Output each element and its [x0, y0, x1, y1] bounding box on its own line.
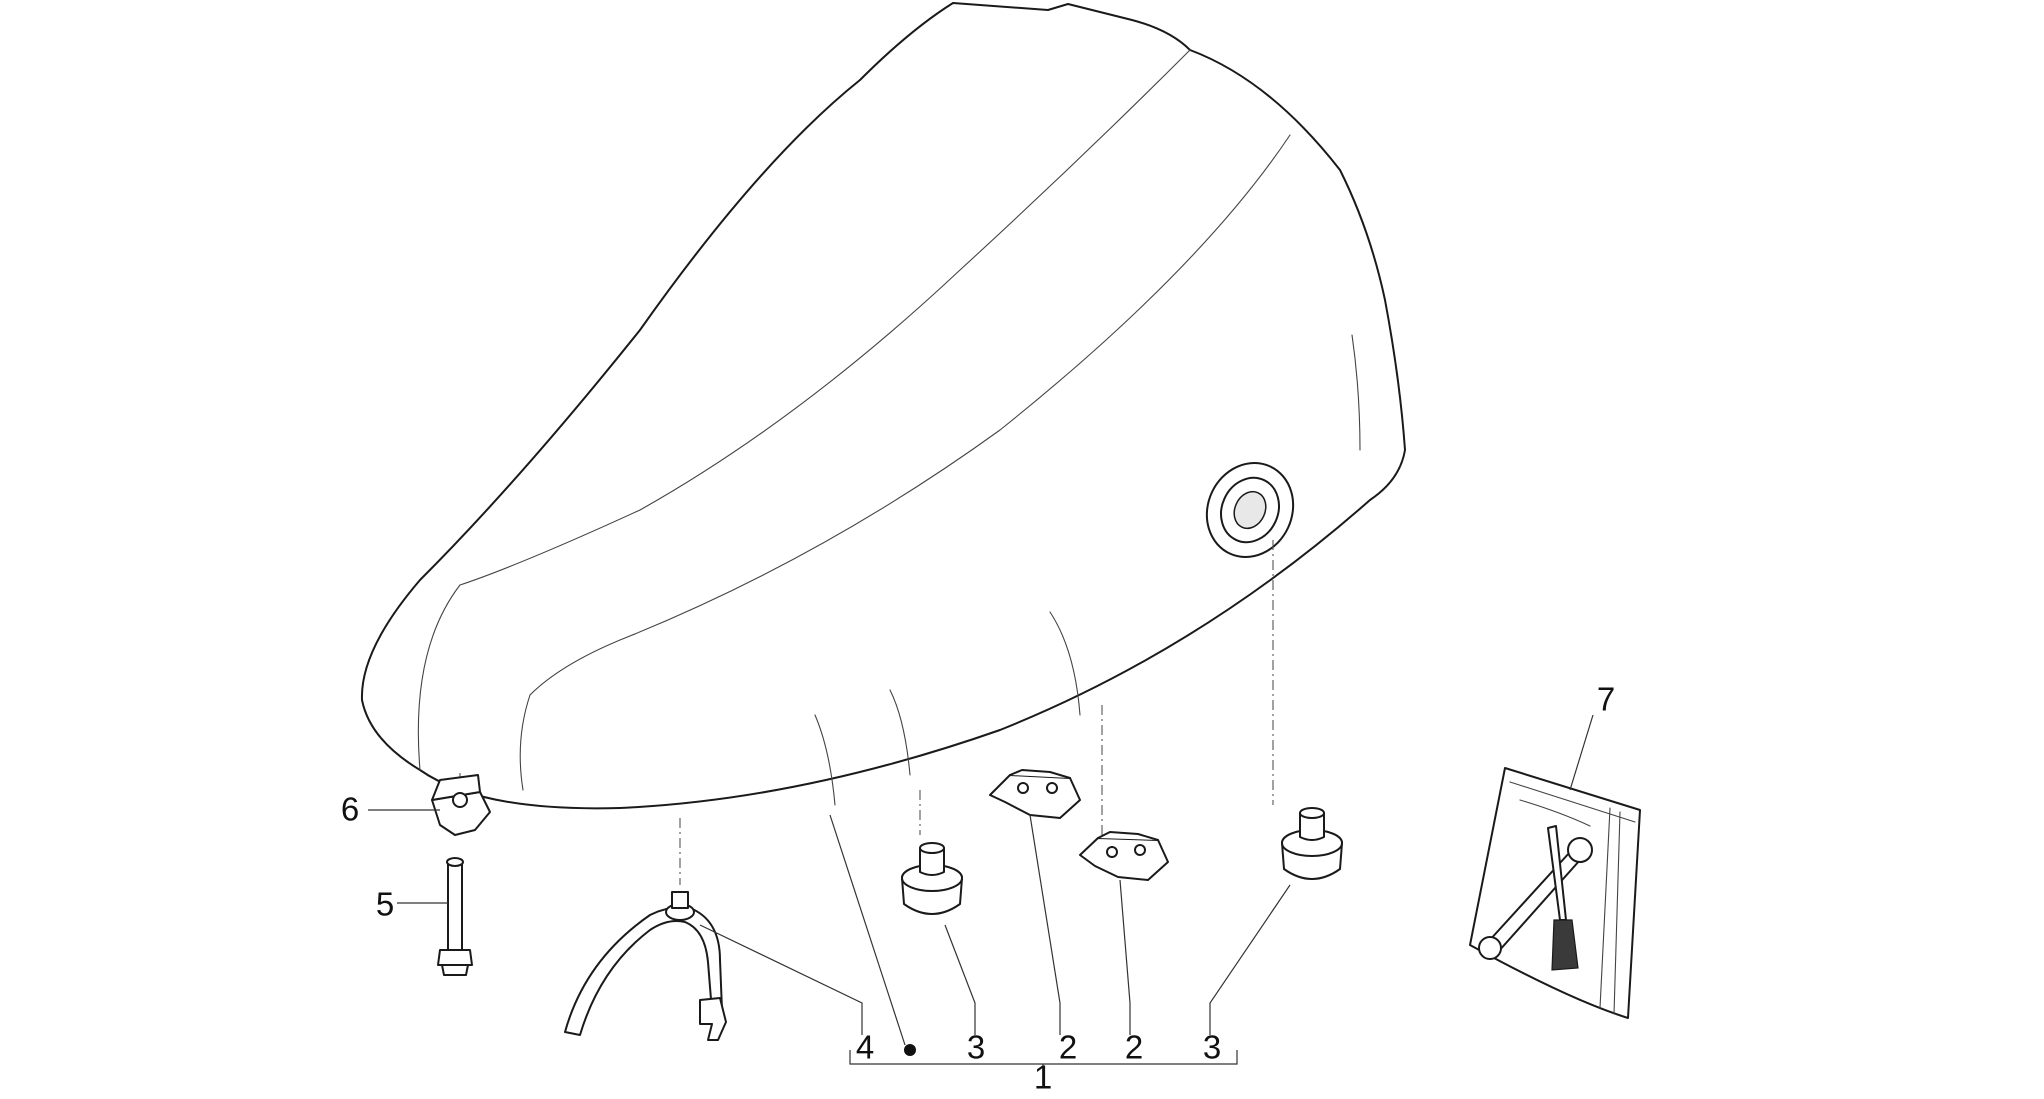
callout-7: 7	[1597, 681, 1615, 718]
callout-labels: 6 5 4 3 2 2 3 1 7	[341, 681, 1615, 1096]
callout-5: 5	[376, 886, 394, 923]
spring-clip-nut	[431, 774, 491, 836]
callout-2b: 2	[1125, 1029, 1143, 1066]
leader-lines	[368, 714, 1594, 1085]
callout-1: 1	[1034, 1059, 1052, 1096]
callout-3b: 3	[1203, 1029, 1221, 1066]
rubber-bumper-right	[1281, 807, 1343, 880]
hinge-bracket-upper	[989, 769, 1081, 819]
callout-2a: 2	[1059, 1029, 1077, 1066]
hinge-bracket-lower	[1079, 831, 1169, 881]
callout-4: 4	[856, 1029, 874, 1066]
screw	[437, 857, 473, 976]
bullet-marker	[904, 1044, 916, 1056]
seat-strap	[564, 891, 727, 1041]
callout-3a: 3	[967, 1029, 985, 1066]
rubber-bumper-left	[901, 842, 963, 915]
seat-lock-grommet	[1205, 462, 1295, 558]
tool-kit-bag	[1469, 767, 1641, 1019]
seat-shell	[360, 2, 1406, 810]
callout-6: 6	[341, 791, 359, 828]
